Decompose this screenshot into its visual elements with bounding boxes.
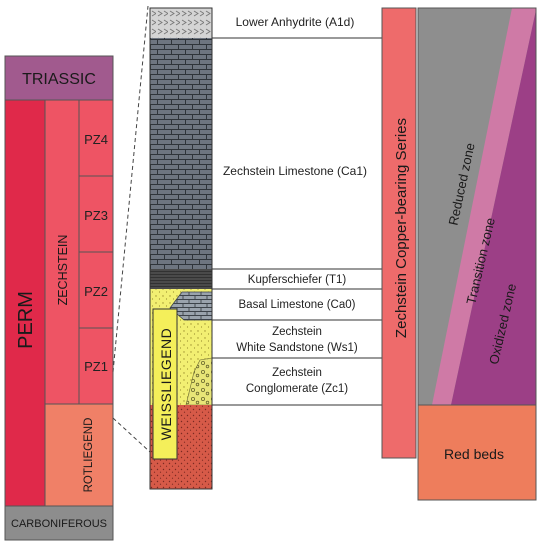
perm-box <box>4 99 46 507</box>
lithologic-column: WEISSLIEGEND <box>149 7 213 490</box>
lower-anhydrite-layer <box>150 8 212 38</box>
connector-lines <box>112 5 151 453</box>
zechstein-limestone-layer <box>150 38 212 269</box>
rotliegend-label: ROTLIEGEND <box>83 418 95 493</box>
label-white-sandstone-line2: White Sandstone (Ws1) <box>236 342 358 354</box>
red-beds-box <box>417 404 537 501</box>
layer-labels: Lower Anhydrite (A1d) Zechstein Limeston… <box>212 15 382 406</box>
cycle-pz2-box <box>78 251 114 329</box>
cycle-pz1-label: PZ1 <box>84 359 108 374</box>
label-white-sandstone-line1: Zechstein <box>272 326 322 338</box>
zone-panel: Reduced zone Transition zone Oxidized zo… <box>417 7 537 501</box>
triassic-label: TRIASSIC <box>22 71 96 88</box>
column-outline <box>149 7 213 490</box>
label-conglomerate-line1: Zechstein <box>272 367 322 379</box>
perm-label: PERM <box>15 291 37 349</box>
transition-zone <box>432 8 536 405</box>
cycle-pz4-box <box>78 99 114 177</box>
label-kupferschiefer: Kupferschiefer (T1) <box>248 274 347 286</box>
label-basal-limestone: Basal Limestone (Ca0) <box>239 299 356 311</box>
label-zechstein-limestone: Zechstein Limestone (Ca1) <box>223 164 367 178</box>
copper-series-bar: Zechstein Copper-bearing Series <box>381 7 417 459</box>
weissliegend-label: WEISSLIEGEND <box>158 328 174 441</box>
label-lower-anhydrite: Lower Anhydrite (A1d) <box>236 15 355 29</box>
oxidized-zone <box>451 10 536 405</box>
label-conglomerate-line2: Conglomerate (Zc1) <box>246 383 348 395</box>
triassic-box <box>4 55 114 101</box>
zechstein-box <box>44 99 80 405</box>
stratigraphic-table: TRIASSIC PERM ZECHSTEIN PZ4 PZ3 PZ2 PZ1 … <box>4 55 114 541</box>
cycle-pz3-label: PZ3 <box>84 208 108 223</box>
carboniferous-box <box>4 505 114 541</box>
cycle-pz4-label: PZ4 <box>84 132 108 147</box>
cycle-pz2-label: PZ2 <box>84 284 108 299</box>
red-beds-label: Red beds <box>444 446 504 462</box>
rotliegend-box <box>44 403 114 507</box>
carboniferous-label: CARBONIFEROUS <box>11 518 107 530</box>
copper-series-box <box>381 7 417 459</box>
kupferschiefer-layer <box>150 269 212 289</box>
zechstein-label: ZECHSTEIN <box>56 235 70 306</box>
weissliegend-box <box>152 308 178 460</box>
copper-series-label: Zechstein Copper-bearing Series <box>393 118 410 338</box>
